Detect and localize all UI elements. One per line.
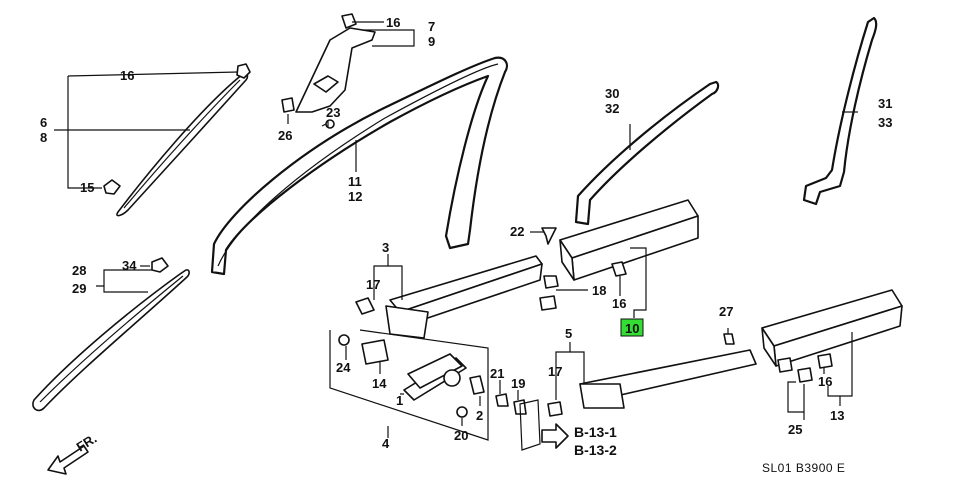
label-12: 12 [348, 189, 362, 204]
label-34: 34 [122, 258, 137, 273]
rear-pillar-weatherstrip [802, 16, 878, 206]
label-16: 16 [818, 374, 832, 389]
label-1: 1 [396, 393, 403, 408]
label-15: 15 [80, 180, 94, 195]
label-33: 33 [878, 115, 892, 130]
clip-27 [723, 333, 735, 345]
clip-24 [338, 334, 350, 346]
front-arrow-icon: FR. [47, 431, 99, 475]
label-9: 9 [428, 34, 435, 49]
highlight-box [620, 318, 644, 337]
ref-b-13-2[interactable]: B-13-2 [574, 442, 617, 458]
clip-17-b [547, 401, 563, 417]
label-16: 16 [120, 68, 134, 83]
ref-b-13-1[interactable]: B-13-1 [574, 424, 617, 440]
label-29: 29 [72, 281, 86, 296]
screw-22 [541, 227, 557, 245]
label-2: 2 [476, 408, 483, 423]
clip-16-b [341, 13, 357, 29]
label-20: 20 [454, 428, 468, 443]
label-14: 14 [372, 376, 387, 391]
label-19: 19 [511, 376, 525, 391]
label-22: 22 [510, 224, 524, 239]
ref-arrow [541, 423, 569, 449]
label-24: 24 [336, 360, 351, 375]
label-5: 5 [565, 326, 572, 341]
label-10: 10 [625, 321, 639, 336]
label-3: 3 [382, 240, 389, 255]
label-6: 6 [40, 115, 47, 130]
front-pillar-garnish-upper [116, 72, 249, 217]
label-32: 32 [605, 101, 619, 116]
label-17: 17 [366, 277, 380, 292]
step-garnish-rear [579, 349, 757, 409]
label-27: 27 [719, 304, 733, 319]
clip-18 [539, 275, 559, 311]
label-7: 7 [428, 19, 435, 34]
door-opening-trim-rear [574, 80, 720, 226]
clip-25 [777, 357, 813, 383]
label-18: 18 [592, 283, 606, 298]
center-pillar-upper-garnish [295, 27, 376, 113]
clip-17-a [355, 297, 375, 315]
clip-16-d [817, 353, 833, 369]
bracket-14 [361, 339, 389, 365]
label-8: 8 [40, 130, 47, 145]
label-28: 28 [72, 263, 86, 278]
screw-20 [456, 406, 468, 418]
clip-34 [151, 257, 169, 273]
clip-2 [469, 375, 485, 395]
label-26: 26 [278, 128, 292, 143]
clip-16-a [236, 63, 251, 79]
label-23: 23 [326, 105, 340, 120]
label-4: 4 [382, 436, 390, 451]
clip-26 [281, 97, 295, 113]
label-13: 13 [830, 408, 844, 423]
label-25: 25 [788, 422, 802, 437]
door-opening-trim-front [210, 56, 509, 276]
ref-bracket [519, 399, 541, 451]
handle-assembly [403, 353, 467, 401]
front-pillar-garnish-lower [32, 269, 190, 412]
clip-16-c [611, 261, 627, 277]
kick-panel-assembly [385, 255, 543, 339]
diagram-code: SL01 B3900 E [762, 461, 845, 475]
label-17: 17 [548, 364, 562, 379]
clip-21 [495, 393, 509, 407]
label-16: 16 [386, 15, 400, 30]
label-16: 16 [612, 296, 626, 311]
leader-lines [54, 21, 858, 438]
callout-box-1 [329, 329, 489, 441]
label-21: 21 [490, 366, 504, 381]
label-30: 30 [605, 86, 619, 101]
clip-15 [103, 179, 121, 195]
label-31: 31 [878, 96, 892, 111]
side-sill-garnish-rear [761, 289, 903, 367]
label-11: 11 [348, 174, 362, 189]
